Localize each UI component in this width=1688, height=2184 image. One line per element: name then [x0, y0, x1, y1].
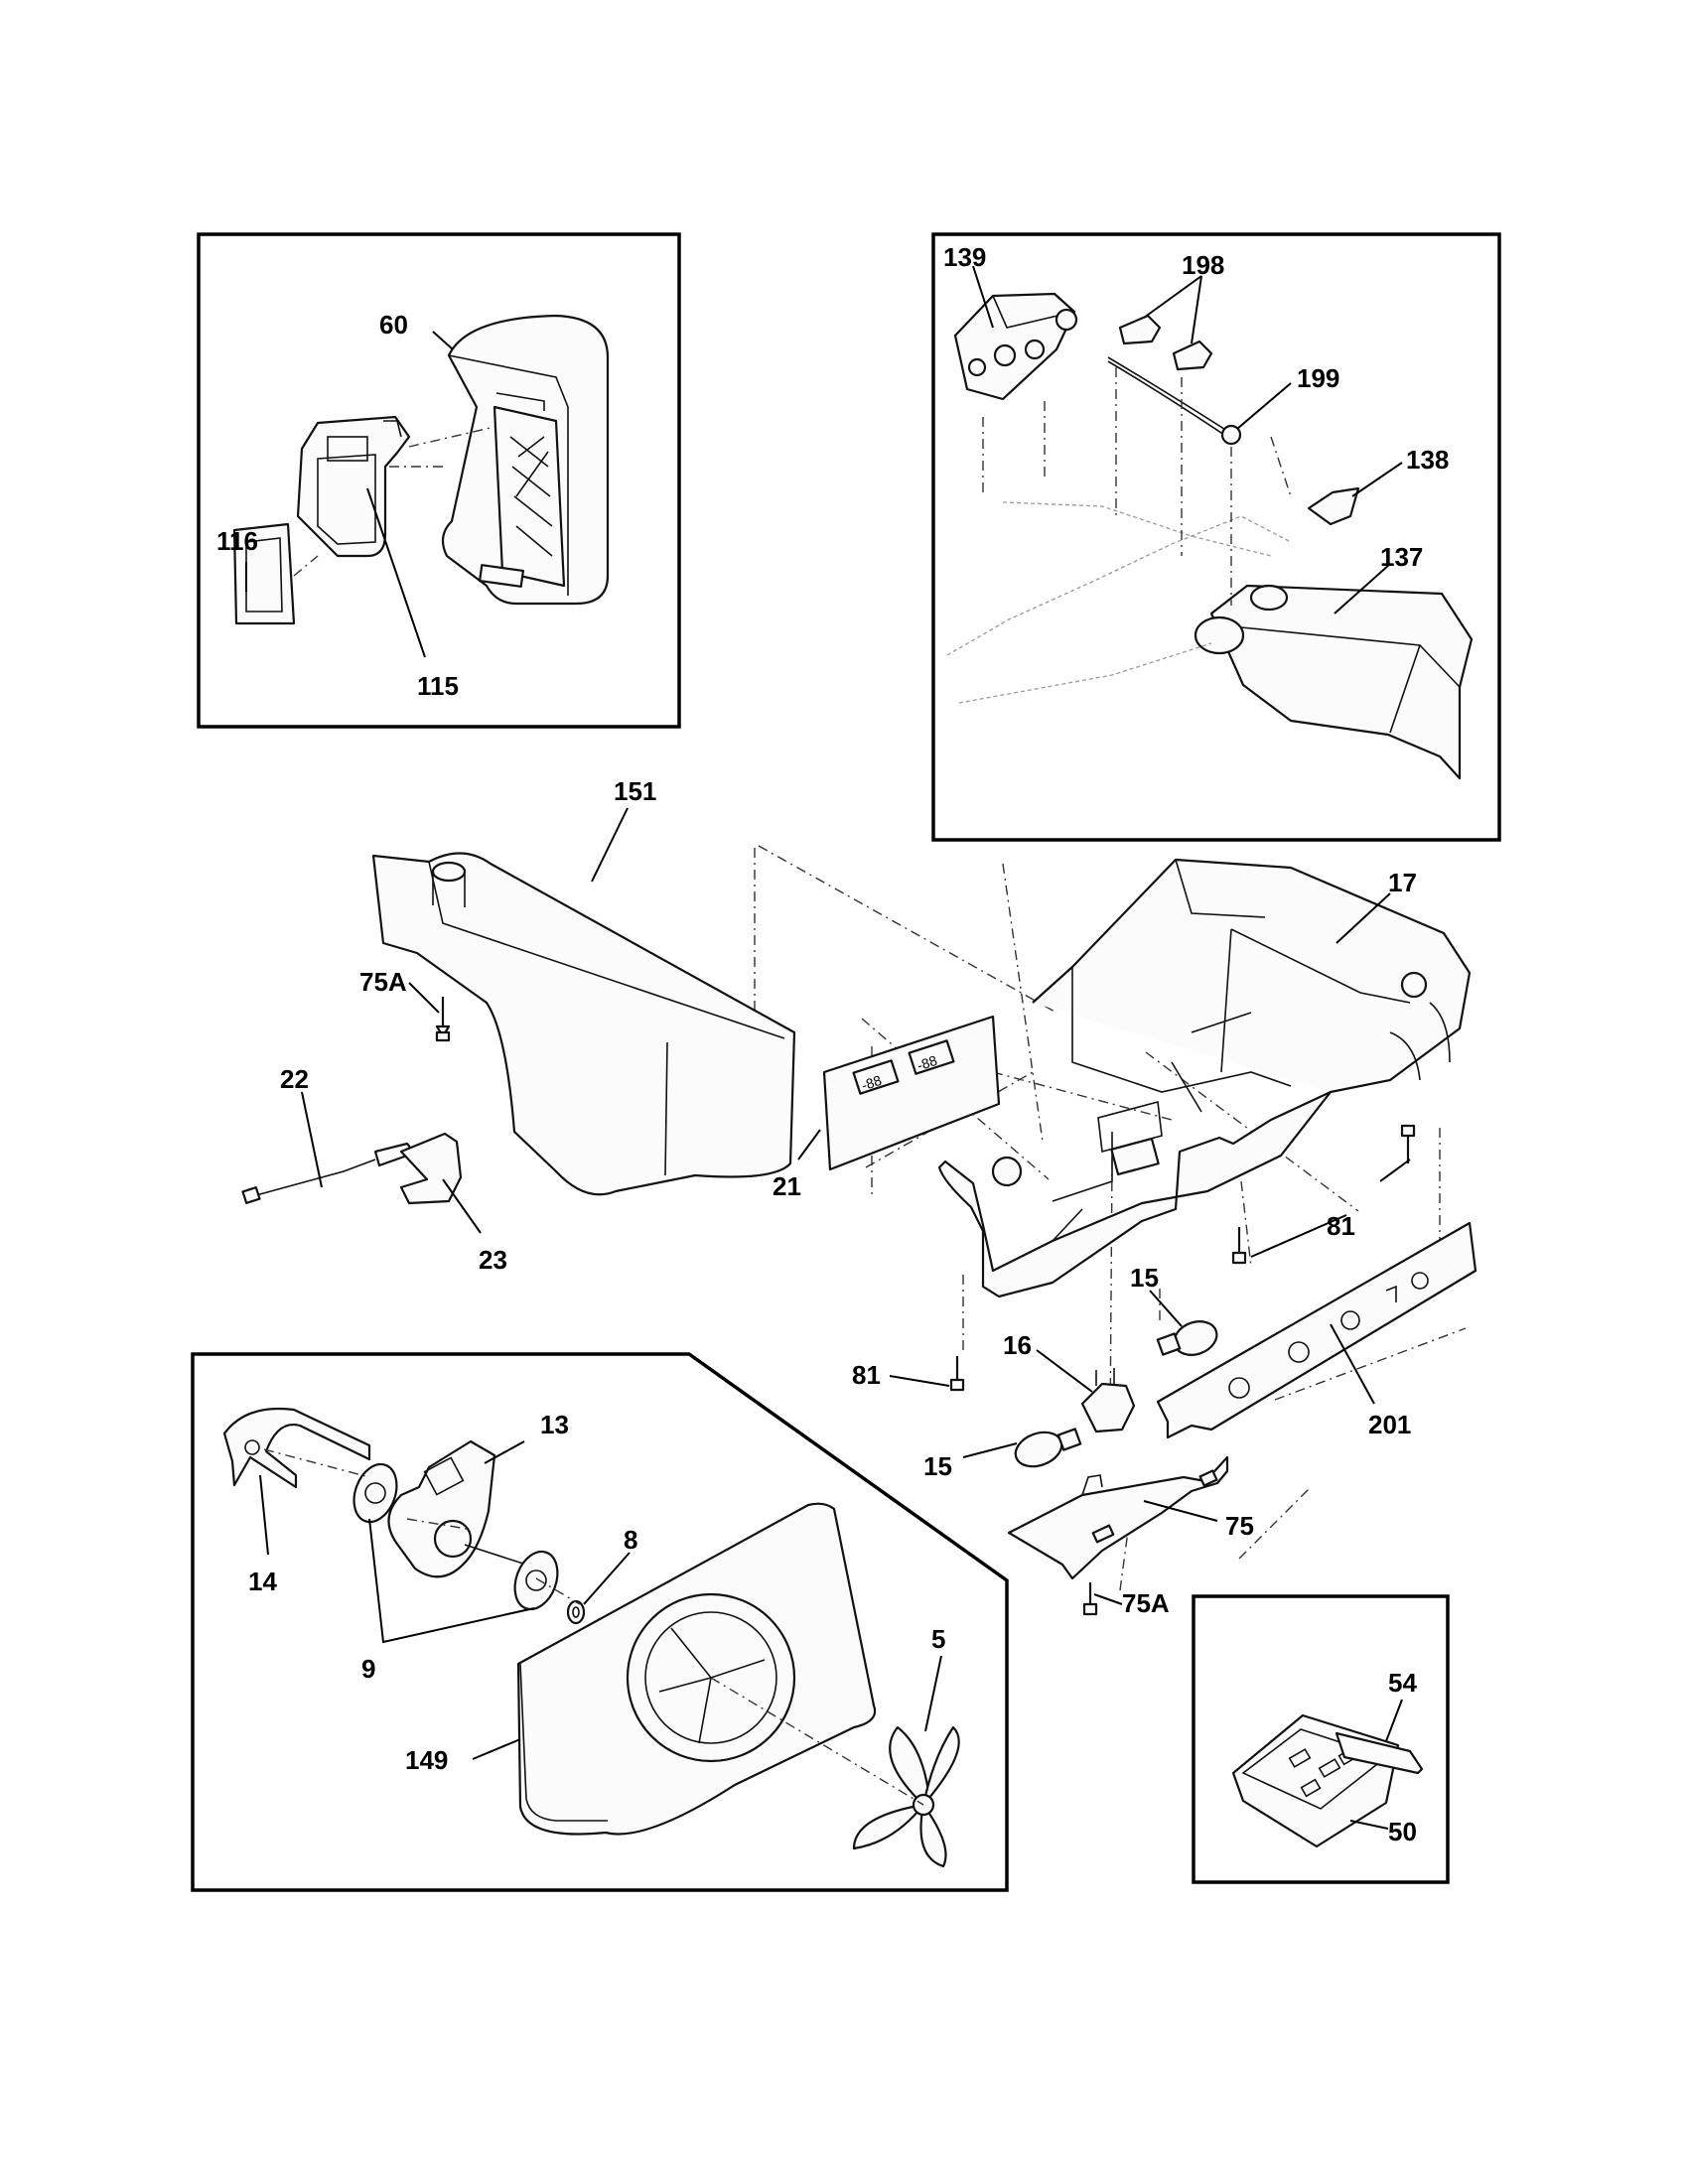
callout-151: 151	[614, 776, 656, 806]
part-21-control-board: -88 -88	[822, 1015, 1001, 1171]
part-139-valve	[953, 292, 1078, 401]
part-115-motor	[296, 415, 411, 558]
display-readout-right: -88	[915, 1052, 939, 1074]
part-138-bracket	[1307, 486, 1360, 526]
display-readout-left: -88	[860, 1072, 884, 1094]
callout-116: 116	[216, 526, 258, 556]
inset-auger-assembly	[197, 232, 681, 729]
callout-149: 149	[405, 1745, 448, 1775]
callout-198: 198	[1182, 250, 1224, 280]
main-assembly: -88 -88	[241, 845, 1477, 1616]
part-198-clips	[1118, 314, 1213, 371]
inset-fan-assembly	[191, 1352, 1009, 1892]
callout-75A-top: 75A	[359, 967, 407, 997]
part-15-bulb-top	[1156, 1320, 1218, 1356]
callout-81-left: 81	[852, 1360, 881, 1390]
part-14-bracket	[222, 1407, 371, 1489]
part-137-dispenser-arm	[1194, 584, 1474, 780]
callout-50: 50	[1388, 1817, 1417, 1846]
part-50-switch-tray	[1231, 1713, 1400, 1848]
callout-81-right: 81	[1327, 1211, 1355, 1241]
callout-22: 22	[280, 1064, 309, 1094]
inset-frame-bottom-right	[1192, 1594, 1450, 1884]
part-23-cover	[399, 1132, 463, 1205]
callout-138: 138	[1406, 445, 1449, 475]
callout-5: 5	[931, 1624, 945, 1654]
callout-201: 201	[1368, 1410, 1411, 1439]
part-8-washer	[566, 1599, 586, 1625]
callout-8: 8	[624, 1525, 637, 1555]
part-75A-screw-top	[435, 997, 451, 1042]
inset-dispenser-valve	[931, 232, 1501, 842]
part-60-housing	[441, 314, 610, 606]
callout-15-bottom: 15	[923, 1451, 952, 1481]
part-81-screw-left	[949, 1356, 965, 1392]
part-81-screw-right	[1400, 1124, 1416, 1163]
callout-14: 14	[248, 1567, 277, 1596]
part-149-shroud	[516, 1502, 877, 1836]
callouts: 60 116 115 139 198 199 138 137 151 17 75…	[216, 242, 1449, 1846]
part-17-housing	[937, 858, 1472, 1298]
part-5-fan-blade	[852, 1725, 960, 1868]
callout-23: 23	[479, 1245, 507, 1275]
callout-75: 75	[1225, 1511, 1254, 1541]
part-75A-screw-bottom	[1082, 1582, 1098, 1616]
part-14-hole	[244, 1439, 260, 1455]
part-54-strip	[1335, 1731, 1424, 1775]
callout-17: 17	[1388, 868, 1417, 897]
inset-frame-top-left	[197, 232, 681, 729]
callout-75A-bottom: 75A	[1122, 1588, 1170, 1618]
callout-139: 139	[943, 242, 986, 272]
part-9-pulley-top	[352, 1462, 398, 1524]
part-199-harness	[1107, 356, 1242, 446]
part-15-bulb-bottom	[1014, 1428, 1082, 1468]
callout-115: 115	[417, 671, 459, 701]
part-9-pulley-bottom	[513, 1550, 559, 1611]
inset-frame-top-right	[931, 232, 1501, 842]
callout-137: 137	[1380, 542, 1423, 572]
callout-60: 60	[379, 310, 408, 340]
callout-21: 21	[773, 1171, 801, 1201]
inset-switch-box	[1192, 1594, 1450, 1884]
callout-199: 199	[1297, 363, 1339, 393]
inset-frame-bottom-left	[191, 1352, 1009, 1892]
callout-13: 13	[540, 1410, 569, 1439]
part-22-sensor-wire	[241, 1142, 412, 1204]
callout-54: 54	[1388, 1668, 1417, 1698]
part-13-motor	[387, 1439, 527, 1578]
part-201-overlay	[1156, 1221, 1477, 1439]
callout-9: 9	[361, 1654, 375, 1684]
part-16-socket	[1080, 1368, 1136, 1433]
part-75-trim	[1007, 1455, 1229, 1580]
callout-15-top: 15	[1130, 1263, 1159, 1293]
callout-16: 16	[1003, 1330, 1032, 1360]
part-151-duct	[371, 852, 796, 1196]
part-81-screw-center	[1231, 1227, 1247, 1265]
